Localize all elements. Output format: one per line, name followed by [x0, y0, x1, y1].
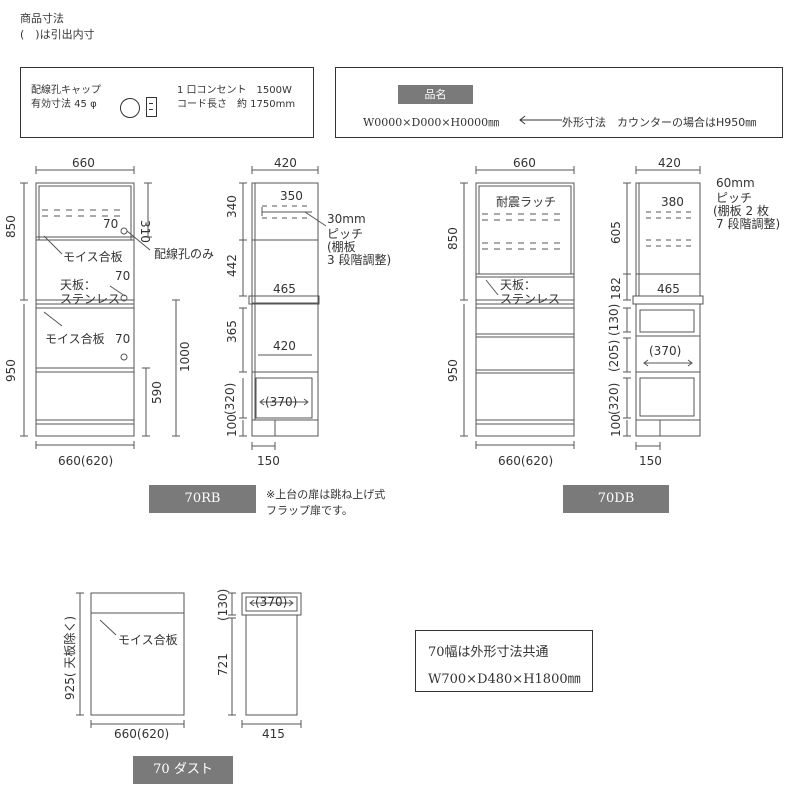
db-side-h-182: 182 — [609, 277, 623, 300]
cap-label: 配線孔キャップ — [31, 85, 101, 96]
dust-side-depth-415: 415 — [262, 727, 285, 741]
outlet-icon — [146, 97, 157, 117]
rb-pitch-line-4: 3 段階調整) — [327, 253, 392, 267]
outer-dim-note: 外形寸法 カウンターの場合はH950㎜ — [562, 116, 757, 129]
db-side-h-320: (320) — [607, 382, 621, 415]
db-side-depth-465: 465 — [657, 282, 680, 296]
outlet-label: 1 口コンセント 1500W — [177, 85, 292, 96]
db-pitch-line-2: ピッチ — [716, 191, 753, 205]
rb-side-base-150: 150 — [257, 454, 280, 468]
dust-front-width-bottom: 660(620) — [114, 727, 170, 741]
db-stainless-label: ステンレス — [500, 292, 561, 306]
db-side-h-605: 605 — [609, 221, 623, 244]
db-front-width-bottom: 660(620) — [498, 454, 554, 468]
dust-side-drawer-370: (370) — [255, 595, 288, 609]
db-side-drawer-370: (370) — [649, 344, 682, 358]
rb-side-inner-350: 350 — [280, 189, 303, 203]
rb-pitch-line-1: 30mm — [327, 212, 366, 226]
rb-hole-70-a: 70 — [103, 217, 119, 231]
rb-front-width-top: 660 — [72, 156, 95, 170]
rb-side-drawing — [239, 166, 327, 450]
db-side-h-130: (130) — [607, 303, 621, 336]
db-side-inner-380: 380 — [661, 195, 684, 209]
info-box-left: 配線孔キャップ 有効寸法 45 φ 1 口コンセント 1500W コード長さ 約… — [20, 67, 314, 138]
info-box-right: 品名 W0000×D000×H0000㎜ 外形寸法 カウンターの場合はH950㎜ — [335, 67, 783, 138]
rb-front-width-bottom: 660(620) — [58, 454, 114, 468]
cord-length-label: コード長さ 約 1750mm — [177, 99, 296, 110]
rb-side-drawer-370: (370) — [265, 395, 298, 409]
product-name-badge: 品名 — [398, 85, 473, 104]
db-front-width-top: 660 — [513, 156, 536, 170]
db-tenban-label: 天板： — [500, 278, 537, 292]
db-model-badge: 70DB — [563, 485, 669, 513]
dim-format-text: W0000×D000×H0000㎜ — [363, 116, 500, 129]
arrow-left-icon — [519, 115, 562, 125]
rb-side-depth-top: 420 — [274, 156, 297, 170]
dust-side-h-130: (130) — [216, 588, 230, 621]
rb-front-drawing — [20, 166, 180, 449]
db-side-base-150: 150 — [639, 454, 662, 468]
common-dims-box: 70幅は外形寸法共通 W700×D480×H1800㎜ — [415, 630, 593, 692]
rb-moisu-label-1: モイス合板 — [63, 250, 123, 264]
dust-side-h-721: 721 — [216, 653, 230, 676]
dust-moisu-label: モイス合板 — [118, 633, 178, 647]
rb-haisen-label: 配線孔のみ — [154, 247, 215, 261]
rb-note-line-2: フラップ扉です。 — [266, 504, 353, 517]
rb-side-depth-465: 465 — [273, 282, 296, 296]
common-dims-line-1: 70幅は外形寸法共通 — [428, 645, 549, 660]
rb-tenban-label: 天板： — [60, 278, 97, 292]
rb-moisu-label-2: モイス合板 — [45, 332, 105, 346]
rb-pitch-line-2: ピッチ — [327, 227, 364, 241]
rb-stainless-label: ステンレス — [60, 292, 121, 306]
dust-drawing — [76, 592, 302, 728]
rb-hole-70-c: 70 — [115, 332, 131, 346]
rb-pitch-line-3: (棚板 — [327, 240, 356, 254]
page-title: 商品寸法 — [20, 12, 64, 25]
rb-side-inner-420: 420 — [273, 339, 296, 353]
db-pitch-line-3: (棚板 2 枚 — [713, 204, 769, 218]
rb-hole-70-b: 70 — [115, 269, 131, 283]
cap-circle-icon — [120, 98, 140, 118]
dust-model-badge: 70 ダスト — [133, 756, 233, 784]
db-pitch-line-4: 7 段階調整) — [716, 217, 781, 231]
db-latch-label: 耐震ラッチ — [496, 195, 557, 209]
cap-size-label: 有効寸法 45 φ — [31, 99, 97, 110]
db-pitch-line-1: 60mm — [716, 176, 755, 190]
db-side-drawing — [623, 166, 704, 450]
rb-note-line-1: ※上台の扉は跳ね上げ式 — [266, 488, 386, 501]
rb-model-badge: 70RB — [149, 485, 256, 513]
db-side-h-205: (205) — [607, 339, 621, 372]
db-side-h-100: 100 — [609, 414, 623, 437]
db-front-drawing — [460, 166, 575, 449]
page-subtitle: ( )は引出内寸 — [20, 28, 95, 41]
db-side-depth-top: 420 — [658, 156, 681, 170]
common-dims-line-2: W700×D480×H1800㎜ — [428, 672, 581, 687]
dust-front-h-925: 925( 天板除く) — [63, 615, 77, 700]
